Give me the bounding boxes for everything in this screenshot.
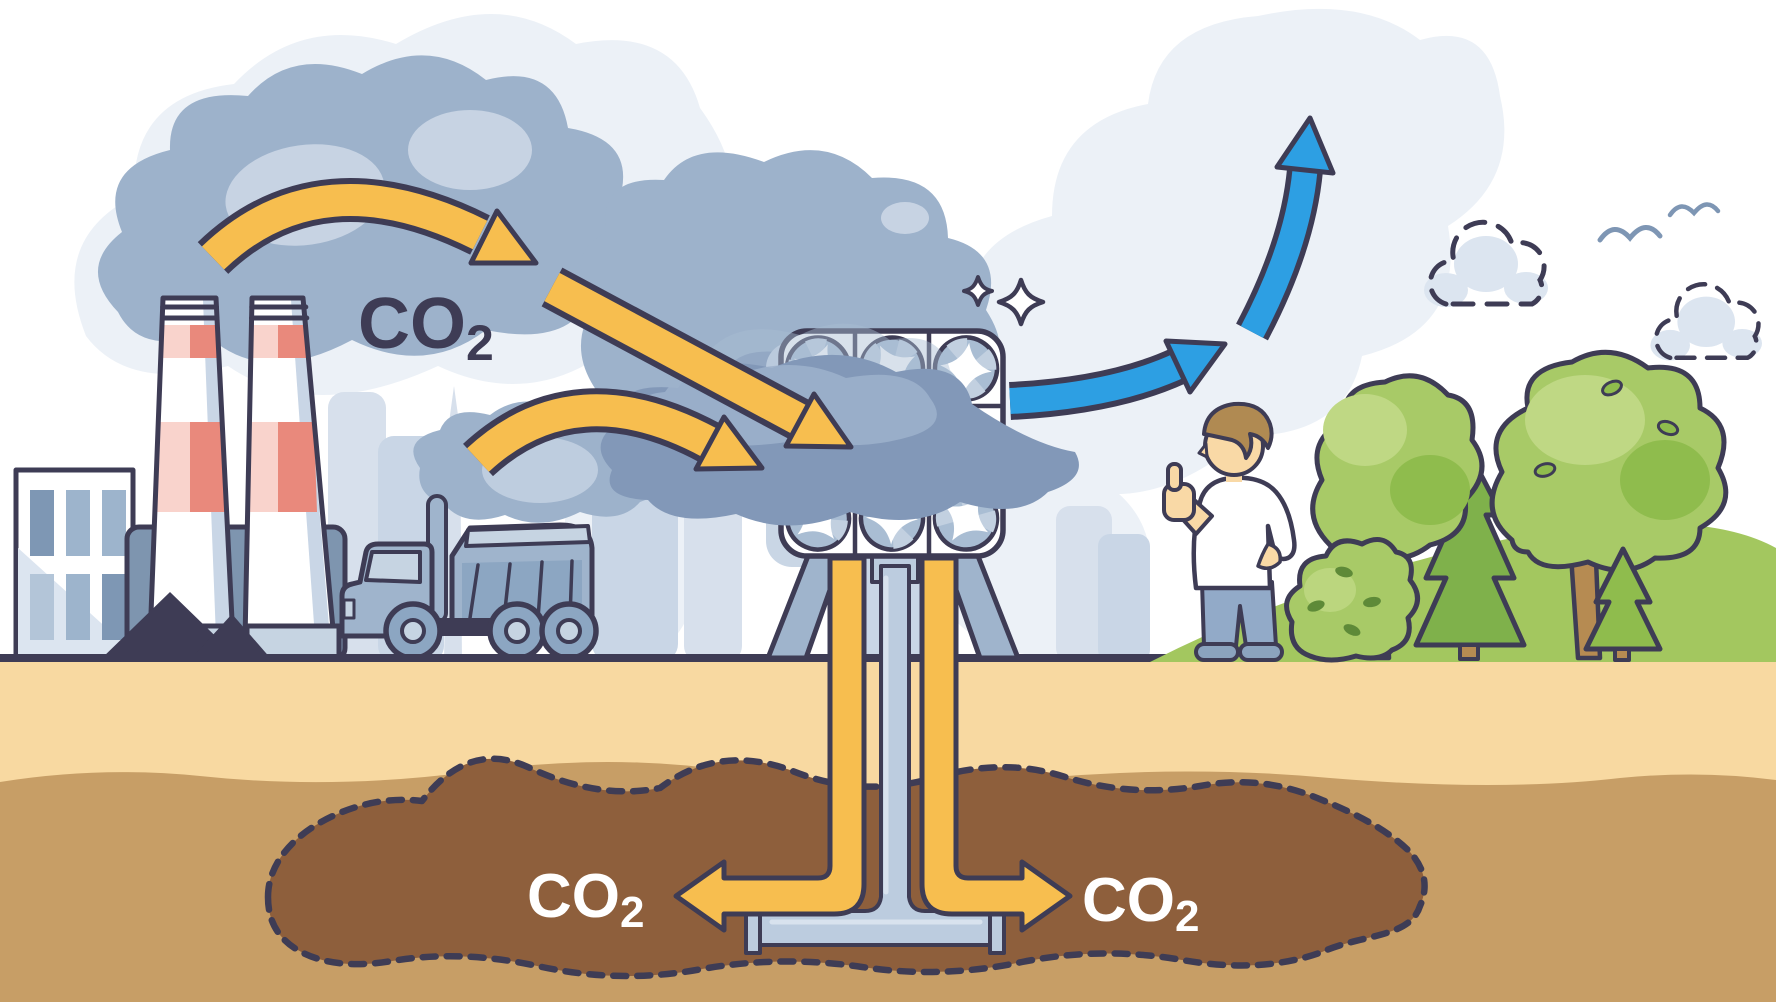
thumb-up-icon	[1166, 462, 1183, 492]
injection-pipes	[673, 555, 1073, 955]
co2-injection-arrow-right	[919, 555, 1073, 933]
labels: CO2 CO2 CO2	[358, 284, 1199, 941]
co2-right-sub: 2	[1175, 892, 1199, 941]
co2-stored-right-label: CO2	[1082, 866, 1199, 941]
co2-left-main: CO	[527, 862, 620, 931]
person-thumbs-up	[1162, 401, 1297, 662]
co2-source-main: CO	[358, 284, 466, 364]
co2-capture-arrows	[197, 178, 854, 477]
co2-source-sub: 2	[466, 315, 494, 371]
co2-source-label: CO2	[358, 284, 494, 371]
clouds	[1424, 202, 1762, 361]
truck-wheels	[383, 601, 599, 661]
co2-right-main: CO	[1082, 866, 1175, 935]
sparkles-icon	[962, 275, 1046, 327]
co2-injection-arrow-left	[673, 555, 867, 933]
tree-right	[1489, 349, 1729, 661]
coal-piles	[100, 592, 272, 660]
office-building	[13, 467, 136, 661]
bush-icon	[1284, 537, 1420, 663]
cloud-icon	[1650, 282, 1762, 361]
co2-arrow-top-arc	[197, 178, 539, 275]
chimney-left	[147, 295, 236, 643]
co2-stored-left-label: CO2	[527, 862, 644, 937]
cloud-icon	[1424, 219, 1548, 307]
co2-arrow-long	[541, 267, 854, 450]
chimney-right	[242, 295, 337, 643]
clean-air-arrow	[1009, 115, 1336, 420]
co2-left-sub: 2	[620, 888, 644, 937]
dump-truck	[339, 494, 599, 661]
green-scenery	[1150, 349, 1776, 663]
pine-tree-right	[1583, 546, 1663, 662]
birds-icon	[1597, 202, 1721, 243]
co2-arrow-lower-arc	[463, 388, 765, 477]
